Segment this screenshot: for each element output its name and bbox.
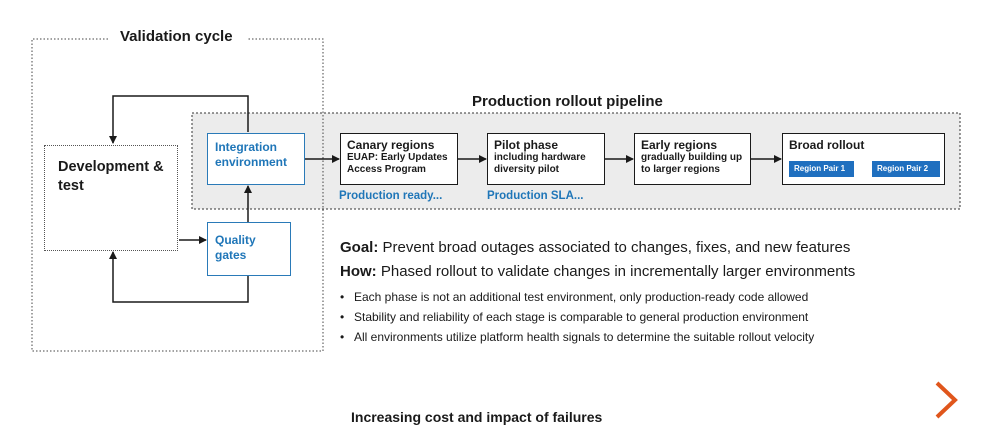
bullet-item: All environments utilize platform health…: [340, 327, 814, 347]
goal-line: Goal: Prevent broad outages associated t…: [340, 239, 850, 256]
production-sla-note: Production SLA...: [487, 190, 584, 202]
integration-box: Integration environment: [207, 133, 305, 185]
how-line: How: Phased rollout to validate changes …: [340, 263, 855, 280]
bullet-item: Each phase is not an additional test env…: [340, 287, 814, 307]
region-pair-1: Region Pair 1: [789, 161, 854, 177]
quality-gates-box: Quality gates: [207, 222, 291, 276]
goal-text: Prevent broad outages associated to chan…: [382, 239, 851, 256]
stage-broad: Broad rollout: [782, 133, 945, 185]
loop-bottom-arrow: [109, 251, 249, 303]
region-pair-2: Region Pair 2: [872, 161, 940, 177]
bullet-list: Each phase is not an additional test env…: [340, 287, 814, 347]
dev-test-label: Development & test: [58, 159, 164, 194]
how-text: Phased rollout to validate changes in in…: [380, 263, 856, 280]
stage-early: Early regions gradually building up to l…: [634, 133, 751, 185]
validation-cycle-title: Validation cycle: [114, 28, 239, 45]
dev-test-box: Development & test: [44, 145, 178, 251]
stage-pilot-desc: including hardware diversity pilot: [494, 152, 586, 175]
quality-gates-label: Quality gates: [215, 233, 256, 262]
cost-arrowhead: [935, 381, 958, 419]
production-ready-note: Production ready...: [339, 190, 443, 202]
stage-canary: Canary regions EUAP: Early Updates Acces…: [340, 133, 458, 185]
bullet-item: Stability and reliability of each stage …: [340, 307, 814, 327]
stage-broad-title: Broad rollout: [789, 138, 865, 152]
stage-pilot: Pilot phase including hardware diversity…: [487, 133, 605, 185]
cost-label: Increasing cost and impact of failures: [351, 409, 603, 425]
goal-label: Goal:: [340, 239, 379, 256]
stage-pilot-title: Pilot phase: [494, 138, 559, 152]
how-label: How:: [340, 263, 377, 280]
integration-label: Integration environment: [215, 140, 288, 169]
pipeline-title: Production rollout pipeline: [472, 93, 663, 110]
stage-canary-title: Canary regions: [347, 138, 435, 152]
stage-early-title: Early regions: [641, 138, 718, 152]
loop-top-arrow: [109, 95, 249, 144]
stage-canary-desc: EUAP: Early Updates Access Program: [347, 152, 448, 175]
stage-early-desc: gradually building up to larger regions: [641, 152, 743, 175]
validation-cycle-frame: [31, 38, 324, 352]
